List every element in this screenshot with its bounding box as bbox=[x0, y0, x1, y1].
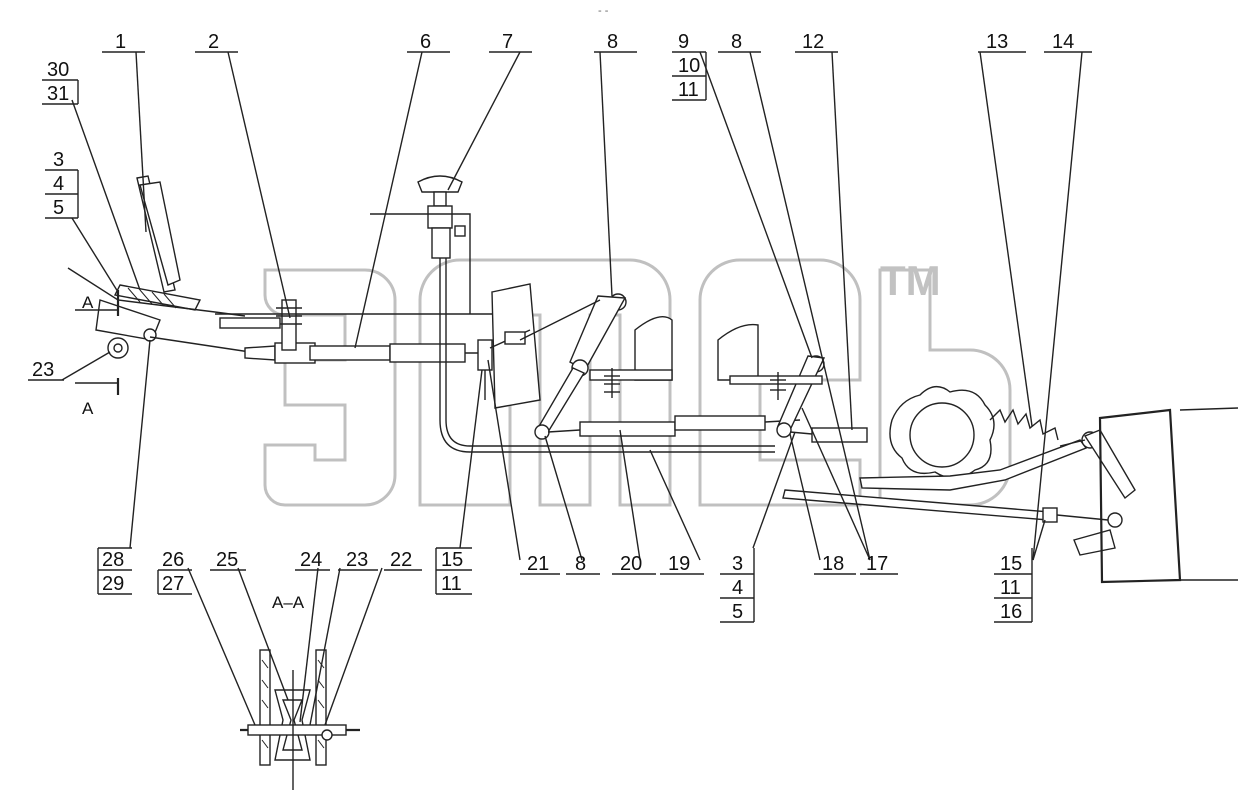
callout-23-left: 23 bbox=[32, 359, 54, 381]
callout-29: 29 bbox=[102, 573, 124, 595]
callout-21: 21 bbox=[527, 553, 549, 575]
callout-26: 26 bbox=[162, 549, 184, 571]
callout-19: 19 bbox=[668, 553, 690, 575]
bracket-21 bbox=[477, 283, 541, 409]
callout-9: 9 bbox=[678, 31, 689, 53]
callout-8-top-left: 8 bbox=[607, 31, 618, 53]
callout-6: 6 bbox=[420, 31, 431, 53]
callout-11-right: 11 bbox=[1000, 577, 1021, 599]
callout-1: 1 bbox=[115, 31, 126, 53]
callout-7: 7 bbox=[502, 31, 513, 53]
callout-15-right: 15 bbox=[1000, 553, 1022, 575]
pedal-assembly bbox=[67, 175, 246, 395]
pump-assembly bbox=[782, 386, 1238, 584]
callout-11-mid: 11 bbox=[441, 573, 462, 595]
callout-23-bottom: 23 bbox=[346, 549, 368, 571]
callout-31: 31 bbox=[47, 83, 69, 105]
callout-3-mid: 3 bbox=[732, 553, 743, 575]
callout-3-left: 3 bbox=[53, 149, 64, 171]
bell-crank-b bbox=[717, 323, 868, 443]
watermark: TM bbox=[263, 257, 1012, 507]
leader-lines bbox=[61, 51, 1083, 726]
hand-throttle bbox=[370, 175, 775, 453]
callout-numbers: 1 2 6 7 8 9 10 11 8 12 13 14 30 31 3 4 bbox=[28, 31, 1092, 623]
callout-17: 17 bbox=[866, 553, 888, 575]
callout-28: 28 bbox=[102, 549, 124, 571]
top-mark: - - bbox=[598, 5, 609, 17]
callout-8-top-right: 8 bbox=[731, 31, 742, 53]
callout-30: 30 bbox=[47, 59, 69, 81]
callout-27: 27 bbox=[162, 573, 184, 595]
callout-18: 18 bbox=[822, 553, 844, 575]
section-mark-bottom: A bbox=[82, 399, 94, 418]
callout-4-mid: 4 bbox=[732, 577, 743, 599]
callout-22: 22 bbox=[390, 549, 412, 571]
callout-10: 10 bbox=[678, 55, 700, 77]
callout-5-mid: 5 bbox=[732, 601, 743, 623]
link-rod-20 bbox=[547, 415, 801, 437]
bell-crank-a bbox=[519, 293, 673, 440]
section-title: A–A bbox=[272, 593, 305, 612]
callout-24: 24 bbox=[300, 549, 322, 571]
trademark-mark: TM bbox=[880, 257, 941, 304]
callout-5-left: 5 bbox=[53, 197, 64, 219]
callout-16: 16 bbox=[1000, 601, 1022, 623]
section-mark-top: A bbox=[82, 293, 94, 312]
callout-2: 2 bbox=[208, 31, 219, 53]
callout-20: 20 bbox=[620, 553, 642, 575]
callout-12: 12 bbox=[802, 31, 824, 53]
callout-4-left: 4 bbox=[53, 173, 64, 195]
callout-13: 13 bbox=[986, 31, 1008, 53]
callout-11-top: 11 bbox=[678, 79, 699, 101]
callout-14: 14 bbox=[1052, 31, 1074, 53]
callout-15-mid: 15 bbox=[441, 549, 463, 571]
callout-8-bottom: 8 bbox=[575, 553, 586, 575]
callout-25: 25 bbox=[216, 549, 238, 571]
main-rod bbox=[149, 299, 500, 364]
